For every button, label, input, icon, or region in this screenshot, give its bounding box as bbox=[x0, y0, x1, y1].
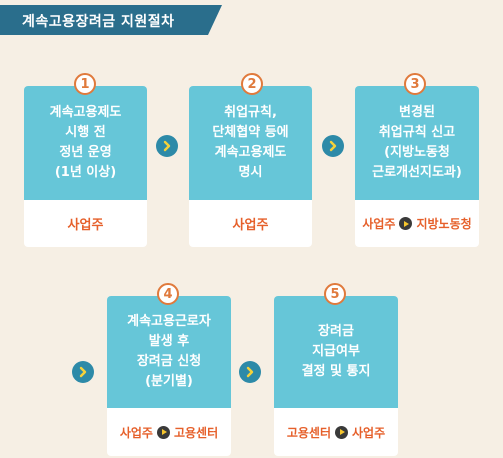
step-line: (지방노동청 bbox=[384, 145, 450, 160]
step-actor: 사업주 고용센터 bbox=[107, 408, 231, 456]
play-circle-icon bbox=[156, 425, 170, 439]
step-card-1: 계속고용제도 시행 전 정년 운영 (1년 이상) 사업주 bbox=[24, 86, 147, 247]
actor-from-label: 사업주 bbox=[119, 425, 153, 440]
step-line: 취업규칙, bbox=[224, 105, 277, 120]
step-number-badge: 1 bbox=[74, 73, 96, 95]
step-card-3: 변경된 취업규칙 신고 (지방노동청 근로개선지도과) 사업주 지방노동청 bbox=[355, 86, 479, 247]
step-line: 취업규칙 신고 bbox=[378, 125, 456, 140]
step-line: 계속고용근로자 bbox=[127, 314, 211, 329]
step-line: 단체협약 등에 bbox=[212, 125, 289, 140]
step-line: 장려금 bbox=[318, 324, 354, 339]
step-actor: 고용센터 사업주 bbox=[274, 408, 398, 456]
step-number-badge: 2 bbox=[241, 73, 263, 95]
play-circle-icon bbox=[399, 217, 413, 230]
step-line: 변경된 bbox=[399, 105, 435, 120]
chevron-right-circle-icon bbox=[72, 361, 94, 383]
actor-from-label: 사업주 bbox=[362, 217, 396, 231]
actor-from-label: 고용센터 bbox=[286, 425, 332, 440]
step-description: 장려금 지급여부 결정 및 통지 bbox=[274, 296, 398, 408]
step-actor: 사업주 bbox=[189, 200, 312, 247]
step-number-badge: 5 bbox=[324, 283, 346, 305]
chevron-right-circle-icon bbox=[322, 135, 344, 157]
step-line: 지급여부 bbox=[312, 344, 360, 359]
chevron-right-circle-icon bbox=[156, 135, 178, 157]
step-description: 변경된 취업규칙 신고 (지방노동청 근로개선지도과) bbox=[355, 86, 479, 200]
step-description: 계속고용제도 시행 전 정년 운영 (1년 이상) bbox=[24, 86, 147, 200]
step-number-badge: 3 bbox=[404, 73, 426, 95]
step-line: 근로개선지도과) bbox=[372, 165, 462, 180]
actor-to-label: 사업주 bbox=[352, 425, 386, 440]
step-actor: 사업주 bbox=[24, 200, 147, 247]
step-actor: 사업주 지방노동청 bbox=[355, 200, 479, 247]
step-card-4: 계속고용근로자 발생 후 장려금 신청 (분기별) 사업주 고용센터 bbox=[107, 296, 231, 456]
step-line: 발생 후 bbox=[148, 334, 190, 349]
actor-to-label: 고용센터 bbox=[173, 425, 219, 440]
actor-label: 사업주 bbox=[67, 218, 104, 233]
step-line: 결정 및 통지 bbox=[301, 364, 371, 379]
step-line: (1년 이상) bbox=[54, 165, 117, 180]
play-circle-icon bbox=[335, 425, 349, 439]
step-line: (분기별) bbox=[145, 374, 193, 389]
step-line: 장려금 신청 bbox=[136, 354, 202, 369]
step-line: 계속고용제도 bbox=[214, 145, 287, 160]
step-description: 계속고용근로자 발생 후 장려금 신청 (분기별) bbox=[107, 296, 231, 408]
step-card-5: 장려금 지급여부 결정 및 통지 고용센터 사업주 bbox=[274, 296, 398, 456]
actor-to-label: 지방노동청 bbox=[416, 217, 472, 231]
step-description: 취업규칙, 단체협약 등에 계속고용제도 명시 bbox=[189, 86, 312, 200]
step-line: 시행 전 bbox=[65, 125, 106, 140]
step-line: 계속고용제도 bbox=[49, 105, 122, 120]
step-number-badge: 4 bbox=[157, 283, 179, 305]
step-line: 정년 운영 bbox=[59, 145, 112, 160]
chevron-right-circle-icon bbox=[239, 361, 261, 383]
page-title: 계속고용장려금 지원절차 bbox=[22, 14, 175, 30]
step-line: 명시 bbox=[238, 165, 263, 180]
step-card-2: 취업규칙, 단체협약 등에 계속고용제도 명시 사업주 bbox=[189, 86, 312, 247]
title-banner: 계속고용장려금 지원절차 bbox=[0, 5, 222, 35]
actor-label: 사업주 bbox=[232, 218, 269, 233]
